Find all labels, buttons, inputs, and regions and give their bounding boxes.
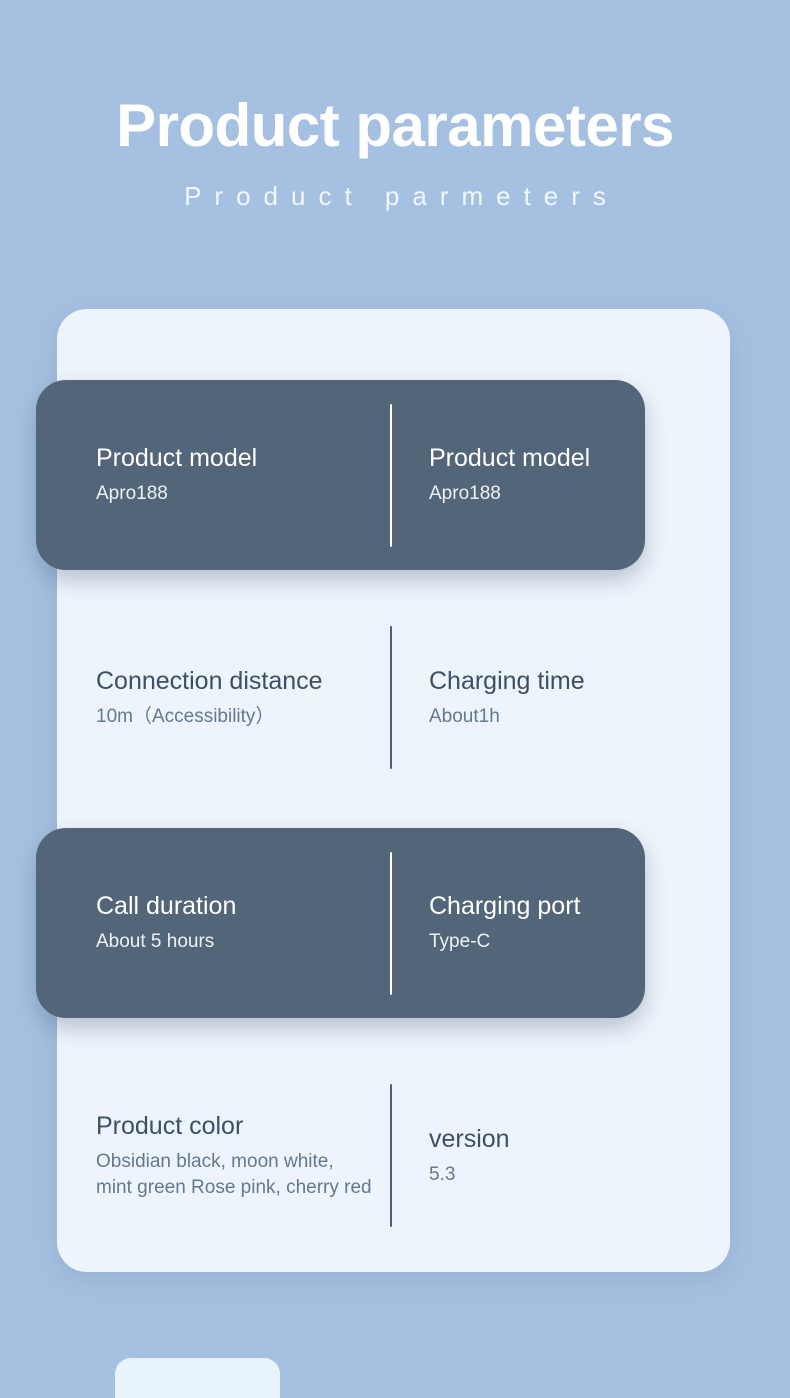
spec-cell-left: Call duration About 5 hours xyxy=(96,891,390,955)
spec-row: Connection distance 10m（Accessibility） C… xyxy=(57,585,730,810)
row-divider xyxy=(390,851,392,995)
page-header: Product parameters Product parmeters xyxy=(0,0,790,212)
spec-cell-right: Product model Apro188 xyxy=(392,443,645,507)
spec-value: Obsidian black, moon white, mint green R… xyxy=(96,1151,372,1198)
spec-label: Charging port xyxy=(429,892,581,921)
row-divider xyxy=(390,626,392,769)
spec-value: Apro188 xyxy=(429,483,501,505)
spec-cell-left: Product model Apro188 xyxy=(96,443,390,507)
spec-label: Product model xyxy=(96,444,258,473)
spec-label: Call duration xyxy=(96,892,237,921)
spec-cell-left: Connection distance 10m（Accessibility） xyxy=(96,666,390,730)
spec-label: version xyxy=(429,1124,510,1153)
spec-row: Call duration About 5 hours Charging por… xyxy=(36,828,645,1018)
page-subtitle: Product parmeters xyxy=(184,181,619,212)
spec-value: About 5 hours xyxy=(96,931,215,953)
spec-value: 5.3 xyxy=(429,1163,456,1185)
spec-label: Product color xyxy=(96,1111,244,1140)
spec-cell-left: Product color Obsidian black, moon white… xyxy=(96,1111,390,1200)
spec-value: Type-C xyxy=(429,931,491,953)
spec-cell-right: version 5.3 xyxy=(392,1124,730,1188)
page-title: Product parameters xyxy=(116,92,674,159)
spec-cell-right: Charging port Type-C xyxy=(392,891,645,955)
next-section-card-peek xyxy=(115,1358,280,1398)
spec-row: Product model Apro188 Product model Apro… xyxy=(36,380,645,570)
spec-label: Charging time xyxy=(429,666,585,695)
spec-value: Apro188 xyxy=(96,483,168,505)
row-divider xyxy=(390,403,392,547)
spec-row: Product color Obsidian black, moon white… xyxy=(57,1043,730,1268)
spec-value: 10m（Accessibility） xyxy=(96,705,275,727)
row-divider xyxy=(390,1084,392,1227)
spec-cell-right: Charging time About1h xyxy=(392,666,730,730)
spec-value: About1h xyxy=(429,705,500,727)
spec-label: Product model xyxy=(429,444,591,473)
spec-label: Connection distance xyxy=(96,666,323,695)
